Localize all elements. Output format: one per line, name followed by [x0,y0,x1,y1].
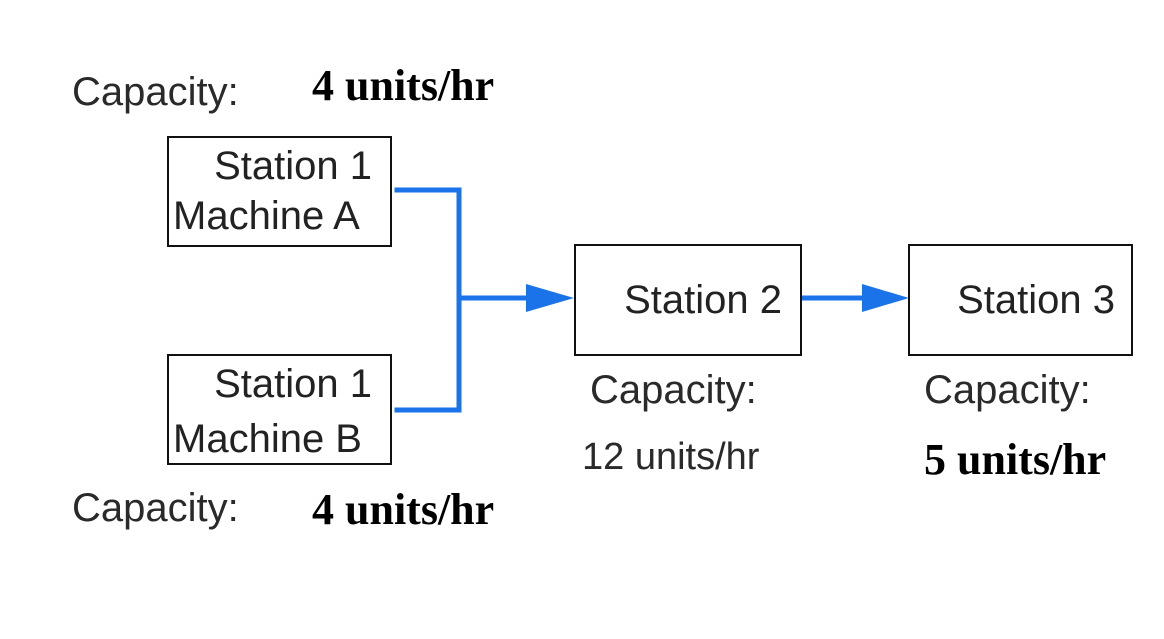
station-1-machine-b-box: Station 1 Machine B [167,354,392,465]
station-1a-capacity-label: Capacity: [72,70,239,114]
station-1b-capacity-label: Capacity: [72,486,239,530]
station-2-capacity-value: 12 units/hr [582,436,760,478]
arrowhead-station-2 [526,284,574,312]
station-3-capacity-label: Capacity: [924,368,1091,412]
station-2-box: Station 2 [574,244,802,356]
station-1a-title: Station 1 [214,144,372,188]
connector-machine-b [394,295,462,413]
station-1-machine-a-box: Station 1 Machine A [167,136,392,247]
station-1a-capacity-value: 4 units/hr [312,61,495,110]
station-3-title: Station 3 [957,278,1115,322]
station-2-title: Station 2 [624,278,782,322]
station-1b-capacity-value: 4 units/hr [312,485,495,534]
station-3-capacity-value: 5 units/hr [924,435,1107,484]
station-1b-title: Station 1 [214,362,372,406]
station-3-box: Station 3 [908,244,1133,356]
station-2-capacity-label: Capacity: [590,368,757,412]
station-1a-machine: Machine A [173,194,360,238]
connector-machine-a [394,187,462,301]
arrowhead-station-3 [862,284,909,312]
station-1b-machine: Machine B [173,417,362,461]
